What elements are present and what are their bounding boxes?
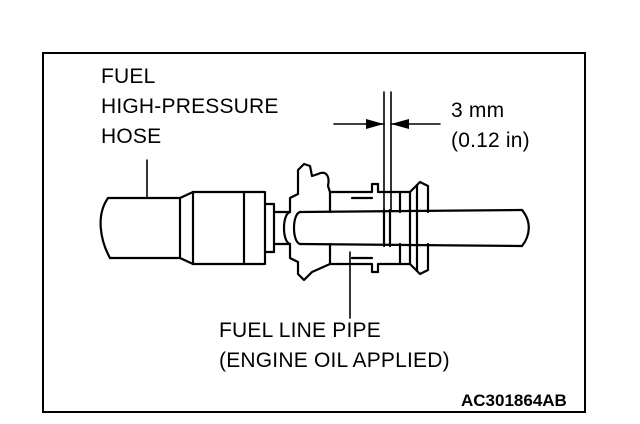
dimension-arrow-right xyxy=(391,119,409,129)
fuel-line-pipe xyxy=(292,208,530,248)
quick-connector xyxy=(282,162,430,282)
pipe-label-line-1: FUEL LINE PIPE xyxy=(219,319,381,342)
hose-fitting xyxy=(178,190,292,266)
dimension-label-in: (0.12 in) xyxy=(451,129,530,152)
pipe-label-line-2: (ENGINE OIL APPLIED) xyxy=(219,349,450,372)
dimension-label-mm: 3 mm xyxy=(451,99,505,122)
hose-label-line-1: FUEL xyxy=(101,65,156,88)
fuel-high-pressure-hose xyxy=(99,196,182,260)
figure-frame xyxy=(42,52,586,413)
hose-label-line-2: HIGH-PRESSURE xyxy=(101,95,279,118)
figure-code: AC301864AB xyxy=(461,391,567,410)
dimension-arrow-left xyxy=(366,119,384,129)
hose-label-line-3: HOSE xyxy=(101,125,162,148)
